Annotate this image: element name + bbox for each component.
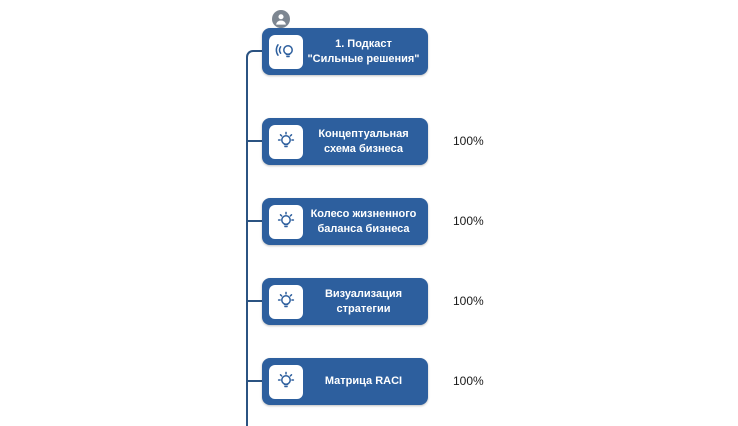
node-title-line2: баланса бизнеса bbox=[317, 222, 410, 235]
node-title-line1: Концептуальная bbox=[318, 127, 409, 140]
node-title-line2: "Сильные решения" bbox=[307, 52, 420, 65]
node-card-concept-scheme[interactable]: Концептуальная схема бизнеса bbox=[262, 118, 428, 165]
podcast-lightbulb-icon bbox=[269, 34, 303, 69]
node-card-balance-wheel[interactable]: Колесо жизненного баланса бизнеса bbox=[262, 198, 428, 245]
person-icon[interactable] bbox=[272, 10, 290, 28]
connector-stub bbox=[246, 300, 263, 302]
progress-label: 100% bbox=[453, 214, 484, 228]
node-card-strategy-visualization[interactable]: Визуализация стратегии bbox=[262, 278, 428, 325]
node-title-line2: схема бизнеса bbox=[324, 142, 403, 155]
node-title: 1. Подкаст "Сильные решения" bbox=[303, 37, 428, 67]
node-card-raci-matrix[interactable]: Матрица RACI bbox=[262, 358, 428, 405]
lightbulb-icon bbox=[269, 284, 303, 319]
node-title-line1: 1. Подкаст bbox=[335, 37, 392, 50]
connector-stub bbox=[246, 380, 263, 382]
node-title: Матрица RACI bbox=[303, 374, 428, 389]
node-title-line1: Колесо жизненного bbox=[310, 207, 417, 220]
lightbulb-icon bbox=[269, 204, 303, 239]
lightbulb-icon bbox=[269, 124, 303, 159]
progress-label: 100% bbox=[453, 294, 484, 308]
node-title: Концептуальная схема бизнеса bbox=[303, 127, 428, 157]
node-title-line1: Матрица RACI bbox=[324, 375, 403, 388]
node-card-podcast[interactable]: 1. Подкаст "Сильные решения" bbox=[262, 28, 428, 75]
node-title-line2: стратегии bbox=[336, 302, 391, 315]
progress-label: 100% bbox=[453, 374, 484, 388]
connector-stub bbox=[246, 140, 263, 142]
progress-label: 100% bbox=[453, 134, 484, 148]
node-title: Визуализация стратегии bbox=[303, 287, 428, 317]
lightbulb-icon bbox=[269, 364, 303, 399]
connector-stub bbox=[246, 220, 263, 222]
node-title: Колесо жизненного баланса бизнеса bbox=[303, 207, 428, 237]
node-title-line1: Визуализация bbox=[324, 287, 403, 300]
connector-trunk bbox=[246, 50, 265, 426]
